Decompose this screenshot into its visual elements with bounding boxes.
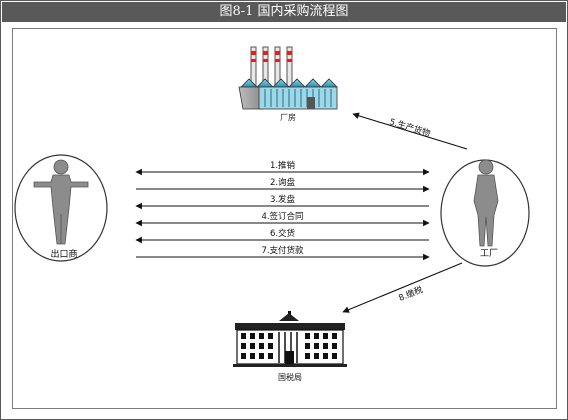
flow-label-1: 1.推销 — [270, 160, 296, 171]
person-icon — [33, 159, 89, 245]
tax-bureau-label: 国税局 — [278, 372, 302, 382]
exporter-label: 出口商 — [50, 248, 77, 260]
flow-label-5: 6.交货 — [270, 228, 296, 239]
produce-label: 5.生产货物 — [388, 116, 432, 139]
tax-bureau-building-icon — [233, 311, 347, 367]
tax-label: 8.缴税 — [397, 284, 425, 304]
factory-building-label: 厂房 — [280, 112, 296, 122]
exporter-node: 出口商 — [14, 154, 108, 262]
factory-building-icon — [238, 46, 338, 110]
flow-label-4: 4.签订合同 — [261, 211, 303, 222]
person-icon — [473, 159, 499, 247]
flow-label-2: 2.询盘 — [270, 177, 296, 188]
chimneys — [250, 46, 293, 88]
flow-label-3: 3.发盘 — [270, 194, 296, 205]
figure-title: 图8-1 国内采购流程图 — [2, 2, 566, 22]
flow-arrows: 1.推销 2.询盘 3.发盘 4.签订合同 6.交货 7.支付货款 — [135, 160, 430, 261]
produce-arrow — [352, 112, 468, 150]
produce-flow: 5.生产货物 — [352, 112, 468, 150]
factory-label: 工厂 — [480, 248, 498, 259]
factory-node: 工厂 — [440, 159, 530, 267]
diagram-border — [12, 28, 557, 409]
tax-arrow — [342, 262, 463, 313]
building-windows — [241, 333, 337, 359]
tax-flow: 8.缴税 — [342, 262, 463, 313]
flow-label-6: 7.支付货款 — [261, 245, 304, 256]
